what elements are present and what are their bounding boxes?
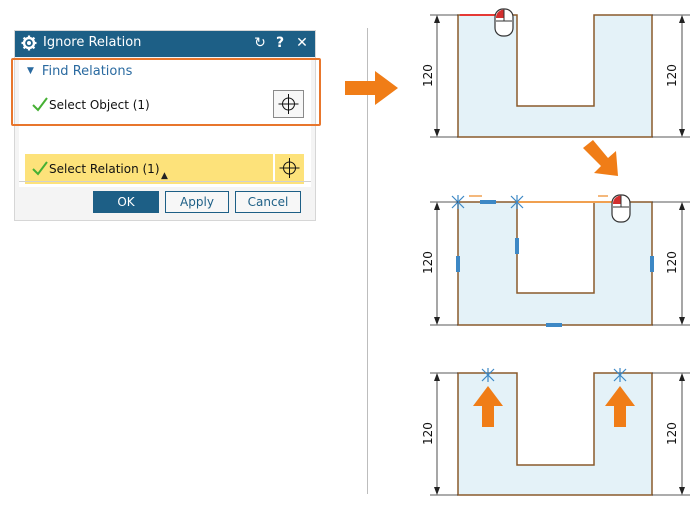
orange-arrow-up-icon [473,386,503,427]
select-relation-row[interactable]: Select Relation (1) [25,154,304,184]
select-relation-button[interactable] [273,154,304,182]
vertex-marker-icon [481,368,495,382]
checkmark-icon [32,97,48,112]
dimension-left-2: 120 [421,201,458,326]
u-shape-before [457,14,653,138]
dialog-body: ▼ Find Relations Select Object (1) Select… [19,59,311,187]
constraint-marker [480,200,496,204]
orange-arrow-right-icon [345,71,398,105]
ok-button[interactable]: OK [93,191,159,213]
apply-button[interactable]: Apply [165,191,229,213]
dimension-label: 120 [421,64,435,87]
expand-triangle-icon: ▼ [27,66,34,76]
crosshair-icon [278,94,299,114]
constraint-marker [650,256,654,272]
cancel-button[interactable]: Cancel [235,191,301,213]
collapse-triangle-icon[interactable]: ▲ [161,171,168,181]
mouse-icon [611,194,631,223]
vertex-marker-icon [510,195,524,209]
constraint-marker [546,323,562,327]
select-object-label: Select Object (1) [49,98,150,112]
dimension-left-3: 120 [421,372,458,496]
dimension-label: 120 [665,64,679,87]
divider [19,181,311,182]
vertex-marker-icon [613,368,627,382]
panel-divider [367,28,368,494]
orange-arrow-down-right-icon [583,140,618,176]
help-icon[interactable]: ? [275,35,285,51]
select-object-button[interactable] [273,90,304,118]
section-label: Find Relations [41,64,133,79]
reset-icon[interactable]: ↻ [254,35,266,51]
dialog-titlebar: Ignore Relation ↻ ? ✕ [15,31,315,57]
find-relations-group[interactable]: ▼ Find Relations [27,64,132,79]
dimension-label: 120 [665,422,679,445]
callout-highlight-box [11,58,321,126]
dimension-left-1: 120 [421,14,458,138]
constraint-marker [456,256,460,272]
constraint-marker [515,238,519,254]
crosshair-icon [279,158,300,178]
ignore-relation-dialog: Ignore Relation ↻ ? ✕ ▼ Find Relations Se… [14,30,316,221]
dimension-right-1: 120 [652,14,690,138]
orange-arrow-up-icon [605,386,635,427]
u-shape-after [457,372,653,496]
dimension-label: 120 [665,251,679,274]
dialog-title: Ignore Relation [43,35,142,50]
dimension-label: 120 [421,422,435,445]
mouse-icon [494,8,514,37]
select-relation-label: Select Relation (1) [49,162,160,176]
select-object-row[interactable]: Select Object (1) [25,90,304,120]
dimension-right-3: 120 [652,372,690,496]
dimension-right-2: 120 [652,201,690,326]
checkmark-icon [32,161,48,176]
close-icon[interactable]: ✕ [296,35,308,51]
gear-icon [21,35,37,51]
dimension-label: 120 [421,251,435,274]
